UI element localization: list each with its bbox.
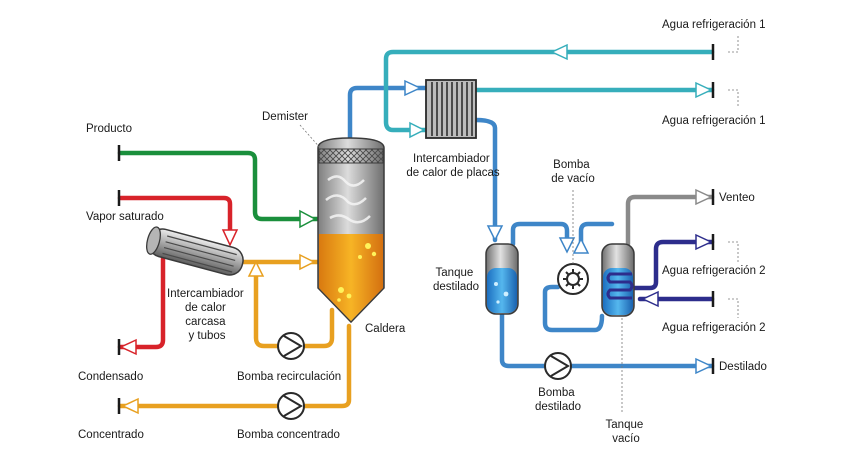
label-bomba-vacio: Bomba de vacío — [551, 159, 594, 185]
tank-vacuum-pipe — [510, 221, 570, 249]
label-caldera: Caldera — [365, 323, 406, 335]
cooling-water-2-in-pipe — [629, 239, 715, 291]
leader-agua2-bottom — [728, 298, 739, 318]
arrow-cooling-2-top — [695, 233, 713, 251]
label-venteo: Venteo — [719, 192, 755, 204]
boiler-liquid — [319, 234, 383, 321]
arrow-vacuum-out — [572, 237, 590, 254]
condensate-out-pipe — [473, 117, 498, 243]
arrow-product — [299, 209, 317, 229]
label-tanque-destilado: Tanque destilado — [433, 267, 479, 293]
arrow-vapour — [404, 79, 422, 97]
distillate-tank — [485, 243, 519, 315]
label-destilado: Destilado — [719, 361, 767, 373]
plate-exchanger — [425, 79, 477, 139]
arrow-distillate — [695, 357, 713, 375]
label-agua-refrigeracion-1-bottom: Agua refrigeración 1 — [662, 115, 766, 127]
arrow-steam — [221, 229, 239, 247]
leader-demister — [299, 124, 323, 151]
label-concentrado: Concentrado — [78, 429, 144, 441]
vacuum-tank — [601, 243, 635, 317]
label-intercambiador-placas: Intercambiador de calor de placas — [406, 153, 500, 179]
distillate-pipe — [499, 311, 715, 369]
label-bomba-concentrado: Bomba concentrado — [237, 429, 340, 441]
vent-pipe — [625, 194, 715, 247]
arrow-distillate-tank — [486, 225, 504, 242]
concentrate-pipe — [117, 323, 352, 409]
cooling-water-1-pipe — [383, 49, 715, 133]
vacuum-coil — [606, 272, 634, 300]
shell-tube-exchanger — [146, 226, 244, 276]
label-vapor-saturado: Vapor saturado — [86, 211, 164, 223]
arrow-concentrate — [121, 397, 139, 415]
label-condensado: Condensado — [78, 371, 143, 383]
leader-agua1-top — [728, 34, 739, 53]
arrow-cooling-1-bottom — [695, 81, 713, 99]
arrow-recirculation — [247, 260, 265, 277]
leader-agua1-bottom — [728, 89, 739, 108]
distillate-tank-water — [487, 268, 517, 313]
vapour-pipe — [347, 85, 429, 145]
vacuum-pump-out-pipe — [578, 221, 615, 249]
arrow-vacuum-in — [558, 237, 576, 254]
label-agua-refrigeracion-2-bottom: Agua refrigeración 2 — [662, 322, 766, 334]
liquid-bubbles — [337, 243, 377, 302]
vacuum-pump — [557, 263, 589, 295]
arrow-vent — [695, 188, 713, 206]
arrow-heated-return — [299, 253, 316, 271]
concentrate-pump — [277, 392, 305, 420]
flow-arrows — [119, 43, 713, 415]
label-agua-refrigeracion-1-top: Agua refrigeración 1 — [662, 19, 766, 31]
product-pipe — [117, 150, 323, 222]
demister-mesh — [318, 148, 384, 164]
exchanger-end — [146, 226, 161, 255]
leader-agua2-top — [728, 241, 739, 262]
arrow-cooling-1-top — [550, 43, 568, 61]
condensate-pipe — [117, 256, 166, 350]
label-bomba-destilado: Bomba destilado — [535, 387, 581, 413]
label-producto: Producto — [86, 123, 132, 135]
plates — [431, 82, 473, 136]
label-tanque-vacio: Tanque vacío — [606, 419, 647, 445]
label-demister: Demister — [262, 111, 308, 123]
boiler — [317, 137, 385, 324]
label-agua-refrigeracion-2-top: Agua refrigeración 2 — [662, 265, 766, 277]
plate-frame — [425, 79, 477, 139]
arrow-cooling-1-in — [409, 121, 426, 139]
vapour-swirls — [325, 175, 371, 224]
arrow-cooling-2-bottom — [641, 290, 659, 308]
steam-pipe — [117, 195, 233, 235]
arrow-condensate — [119, 338, 137, 356]
distillate-pump — [544, 352, 572, 380]
vacuum-tank-loop-pipe — [542, 284, 605, 333]
pipe-end-caps — [117, 44, 715, 414]
recirculation-pump — [277, 332, 305, 360]
label-bomba-recirculacion: Bomba recirculación — [237, 371, 341, 383]
label-intercambiador-carcasa: Intercambiador de calor carcasa y tubos — [167, 288, 247, 342]
